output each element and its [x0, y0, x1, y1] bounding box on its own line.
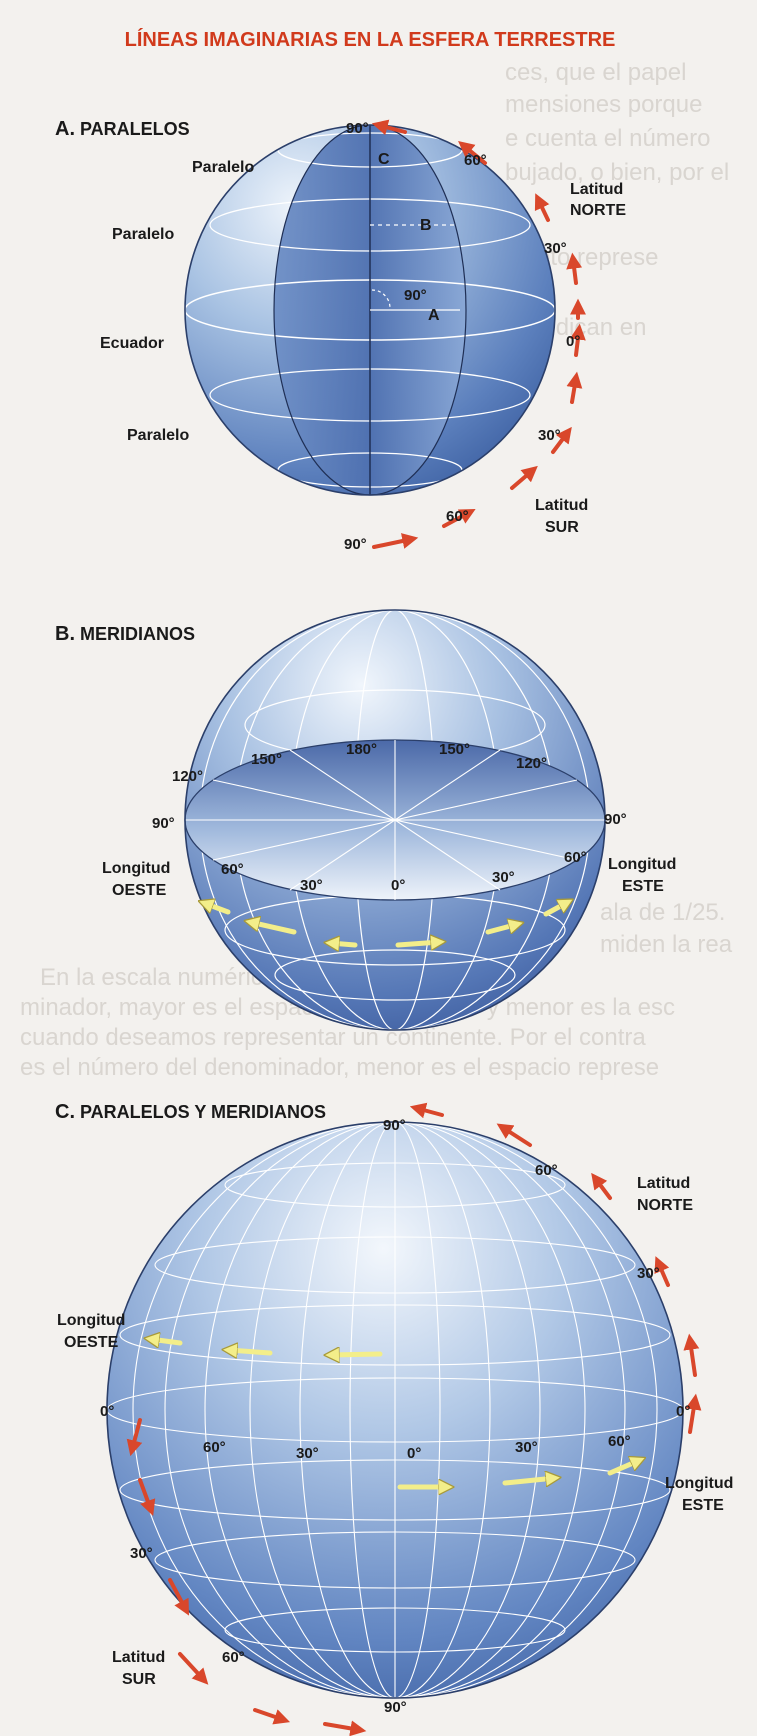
label-c-lat-30n: 30°: [637, 1265, 660, 1282]
label-c-lat-30s: 30°: [130, 1545, 153, 1562]
label-b-lon-30e: 30°: [492, 869, 515, 886]
label-a-latitud-norte-1: Latitud: [570, 181, 623, 198]
label-c-latitud-sur-1: Latitud: [112, 1649, 165, 1666]
label-c-lat-60n: 60°: [535, 1162, 558, 1179]
label-angle-90: 90°: [404, 287, 427, 304]
label-paralelo-mid: Paralelo: [112, 226, 174, 243]
panel-a: A. PARALELOS C B 90° A Paralelo Paralelo…: [55, 118, 626, 553]
panel-c-letter: C.: [55, 1101, 75, 1123]
label-ecuador: Ecuador: [100, 335, 164, 352]
label-c-lon-30e: 30°: [515, 1439, 538, 1456]
svg-text:ces, que el papel: ces, que el papel: [505, 59, 686, 86]
svg-text:e cuenta el número: e cuenta el número: [505, 125, 710, 152]
label-b-lon-120e: 120°: [516, 755, 547, 772]
label-c-longitud-oeste-2: OESTE: [64, 1334, 119, 1351]
label-b-lon-60w: 60°: [221, 861, 244, 878]
svg-text:bujado, o bien, por el: bujado, o bien, por el: [505, 159, 729, 186]
label-c-lat-90s: 90°: [384, 1699, 407, 1716]
label-b-lon-120w: 120°: [172, 768, 203, 785]
label-c-longitud-oeste-1: Longitud: [57, 1312, 125, 1329]
svg-text:ala de 1/25.: ala de 1/25.: [600, 899, 725, 926]
figure-title: LÍNEAS IMAGINARIAS EN LA ESFERA TERRESTR…: [125, 28, 616, 51]
label-b-lon-30w: 30°: [300, 877, 323, 894]
panel-c: C. PARALELOS Y MERIDIANOS: [55, 1101, 733, 1736]
label-point-b: B: [420, 217, 432, 234]
panel-c-red-arrows: [126, 1102, 702, 1736]
label-c-latitud-norte-1: Latitud: [637, 1175, 690, 1192]
panel-a-red-arrows: [371, 119, 586, 549]
svg-text:cuando deseamos representar un: cuando deseamos representar un continent…: [20, 1024, 646, 1051]
label-c-longitud-este-1: Longitud: [665, 1475, 733, 1492]
label-point-a: A: [428, 307, 440, 324]
label-a-lat-0: 0°: [566, 333, 580, 350]
label-b-longitud-este-2: ESTE: [622, 878, 664, 895]
sphere-b-disc-spokes: [185, 740, 605, 900]
label-a-lat-30n: 30°: [544, 240, 567, 257]
label-b-lon-90w: 90°: [152, 815, 175, 832]
label-b-lon-0: 0°: [391, 877, 405, 894]
label-a-latitud-sur-2: SUR: [545, 519, 579, 536]
label-c-latitud-norte-2: NORTE: [637, 1197, 693, 1214]
label-a-lat-90s: 90°: [344, 536, 367, 553]
label-b-longitud-oeste-2: OESTE: [112, 882, 167, 899]
label-c-lon-0: 0°: [407, 1445, 421, 1462]
label-b-lon-90e: 90°: [604, 811, 627, 828]
label-b-longitud-oeste-1: Longitud: [102, 860, 170, 877]
panel-c-yellow-arrows: [150, 1339, 640, 1487]
label-a-lat-60n: 60°: [464, 152, 487, 169]
panel-c-title: PARALELOS Y MERIDIANOS: [80, 1102, 326, 1122]
label-c-longitud-este-2: ESTE: [682, 1497, 724, 1514]
panel-a-letter: A.: [55, 118, 75, 140]
label-b-longitud-este-1: Longitud: [608, 856, 676, 873]
label-a-lat-90n: 90°: [346, 120, 369, 137]
label-b-lon-60e: 60°: [564, 849, 587, 866]
label-point-c: C: [378, 151, 390, 168]
panel-b-title: MERIDIANOS: [80, 624, 195, 644]
label-c-lat-0-left: 0°: [100, 1403, 114, 1420]
label-c-lon-60e: 60°: [608, 1433, 631, 1450]
label-c-lat-0-right: 0°: [676, 1403, 690, 1420]
svg-text:mensiones porque: mensiones porque: [505, 91, 702, 118]
label-b-lon-150w: 150°: [251, 751, 282, 768]
label-a-latitud-sur-1: Latitud: [535, 497, 588, 514]
label-paralelo-bottom: Paralelo: [127, 427, 189, 444]
label-c-lon-60w: 60°: [203, 1439, 226, 1456]
label-c-latitud-sur-2: SUR: [122, 1671, 156, 1688]
label-c-lat-60s: 60°: [222, 1649, 245, 1666]
label-a-lat-30s: 30°: [538, 427, 561, 444]
label-c-lon-30w: 30°: [296, 1445, 319, 1462]
label-c-lat-90n: 90°: [383, 1117, 406, 1134]
svg-text:miden la rea: miden la rea: [600, 931, 733, 958]
label-b-lon-150e: 150°: [439, 741, 470, 758]
label-paralelo-top: Paralelo: [192, 159, 254, 176]
panel-a-title: PARALELOS: [80, 119, 190, 139]
label-a-latitud-norte-2: NORTE: [570, 202, 626, 219]
svg-text:es el número del denominador,: es el número del denominador, menor es e…: [20, 1054, 659, 1081]
panel-b-yellow-arrows: [204, 902, 568, 945]
label-a-lat-60s: 60°: [446, 508, 469, 525]
panel-b-letter: B.: [55, 623, 75, 645]
panel-b: B. MERIDIANOS 120° 150° 180° 150° 120° 9…: [55, 609, 676, 1031]
label-b-lon-180: 180°: [346, 741, 377, 758]
sphere-c-grid: [107, 1122, 683, 1698]
